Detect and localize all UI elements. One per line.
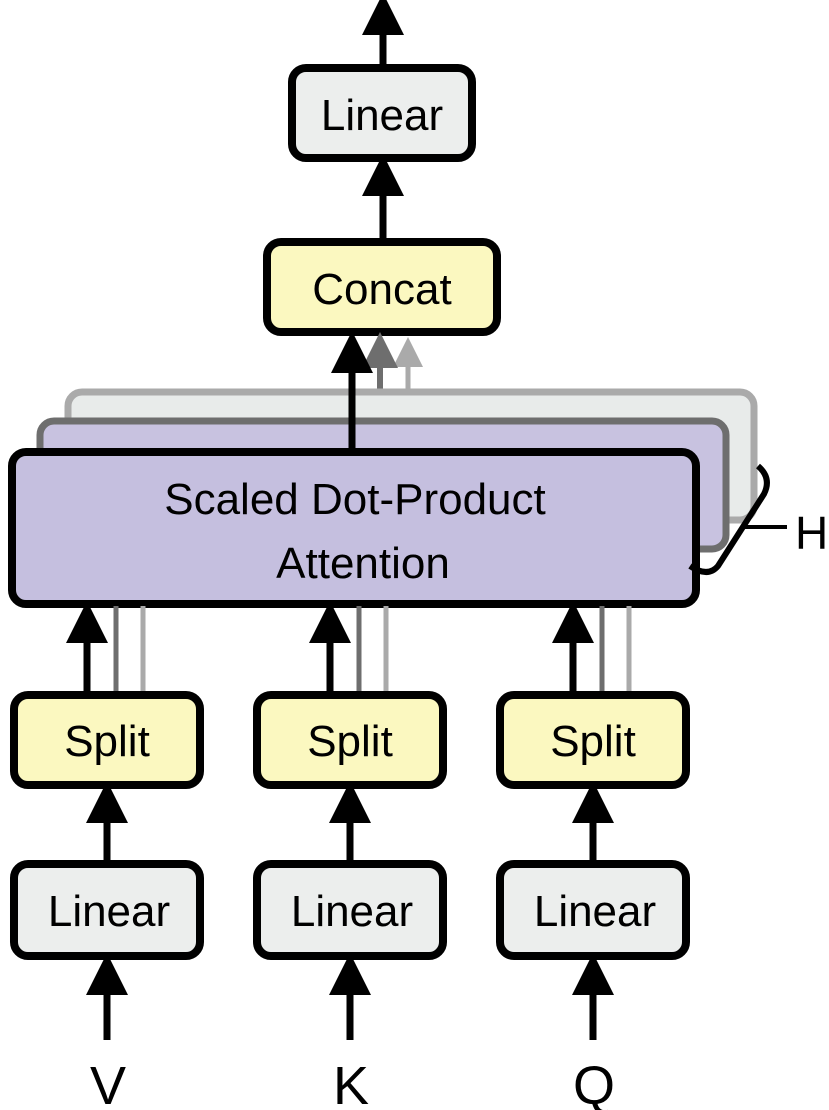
heads-label: H — [795, 507, 828, 559]
linear-v-label: Linear — [48, 887, 170, 936]
attention-label-line1: Scaled Dot-Product — [164, 475, 546, 524]
split-v-box: Split — [10, 691, 204, 789]
concat-box: Concat — [263, 238, 501, 336]
scaled-dot-product-attention-box: Scaled Dot-Product Attention — [8, 448, 700, 608]
input-k-label: K — [333, 1056, 369, 1110]
concat-label: Concat — [312, 265, 451, 314]
linear-top-box: Linear — [288, 64, 476, 162]
split-k-label: Split — [307, 717, 393, 766]
linear-top-label: Linear — [321, 91, 443, 140]
input-v-label: V — [90, 1056, 126, 1110]
split-k-box: Split — [253, 691, 447, 789]
split-to-attention-arrows — [66, 601, 632, 694]
linear-q-box: Linear — [496, 860, 690, 960]
linear-q-label: Linear — [534, 887, 656, 936]
linear-v-box: Linear — [10, 860, 204, 960]
split-q-box: Split — [496, 691, 690, 789]
heads-brace — [688, 463, 770, 575]
input-q-label: Q — [573, 1056, 615, 1110]
linear-k-box: Linear — [253, 860, 447, 960]
split-q-label: Split — [550, 717, 636, 766]
attention-label-line2: Attention — [276, 539, 450, 588]
linear-k-label: Linear — [291, 887, 413, 936]
split-v-label: Split — [64, 717, 150, 766]
